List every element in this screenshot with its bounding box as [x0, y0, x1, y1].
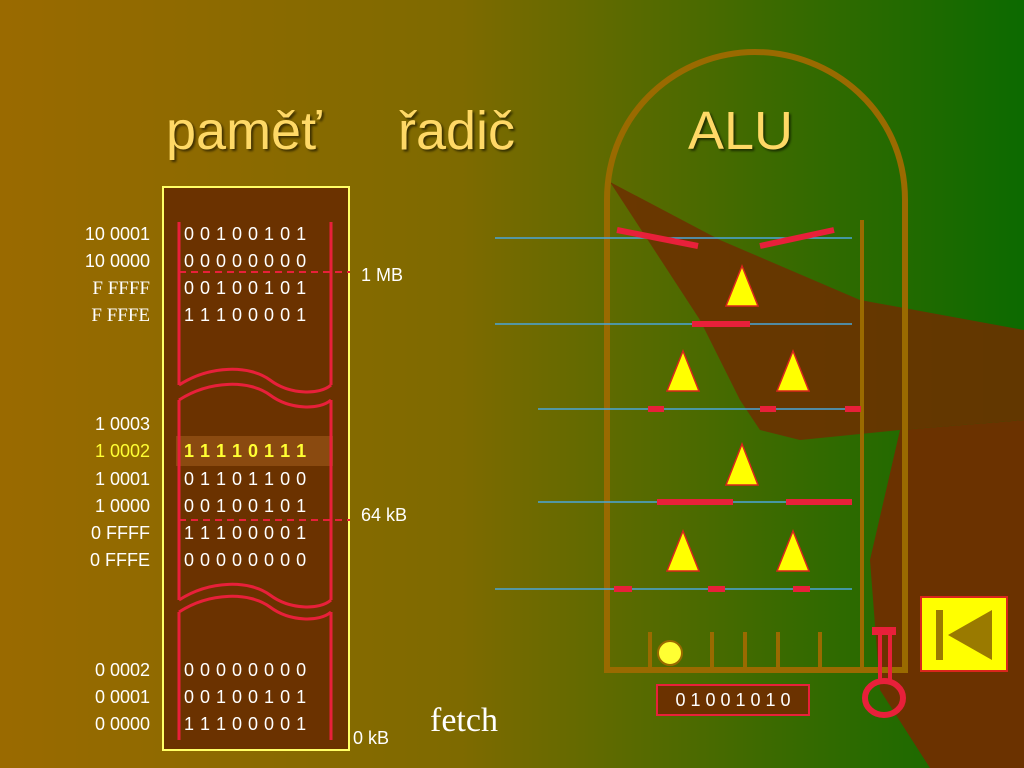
alu-wedge [610, 182, 1024, 440]
back-button[interactable] [920, 596, 1008, 672]
fetch-label: fetch [430, 702, 498, 739]
handle-icon[interactable] [862, 627, 906, 718]
alu-bell-jar [604, 48, 908, 673]
wave-break [178, 367, 333, 394]
title-controller: řadič [398, 101, 516, 161]
address-label: 10 0000 [84, 251, 150, 271]
memory-cell: 0 0 1 0 0 1 0 1 [184, 496, 307, 516]
highlight-row-bg [176, 436, 333, 466]
alu-switches [614, 227, 861, 592]
address-label: 0 0001 [94, 687, 150, 707]
memory-cell: 0 0 1 0 0 1 0 1 [184, 278, 307, 298]
marker-0kb: 0 kB [353, 728, 390, 748]
ball-indicator [657, 640, 683, 666]
memory-cell: 1 1 1 0 0 0 0 1 [184, 305, 307, 325]
marker-64kb: 64 kB [361, 505, 408, 525]
address-label: 0 FFFF [91, 523, 150, 543]
alu-register: 0 1 0 0 1 0 1 0 [656, 684, 810, 716]
address-label: 0 0002 [94, 660, 150, 680]
lower-right-wedge [870, 420, 1024, 768]
memory-cell: 0 0 1 0 0 1 0 1 [184, 687, 307, 707]
alu-comb [648, 220, 864, 670]
title-alu: ALU [688, 101, 794, 161]
memory-block [162, 186, 350, 751]
skip-back-icon [936, 610, 992, 660]
memory-cell: 0 0 0 0 0 0 0 0 [184, 550, 307, 570]
address-label: 10 0001 [84, 224, 150, 244]
memory-cell: 0 1 1 0 1 1 0 0 [184, 469, 307, 489]
memory-cell: 0 0 1 0 0 1 0 1 [184, 224, 307, 244]
memory-cell-highlighted: 1 1 1 1 0 1 1 1 [184, 441, 307, 461]
memory-cell: 1 1 1 0 0 0 0 1 [184, 714, 307, 734]
memory-cell: 1 1 1 0 0 0 0 1 [184, 523, 307, 543]
address-label: 0 0000 [94, 714, 150, 734]
marker-1mb: 1 MB [361, 265, 404, 285]
memory-cell: 0 0 0 0 0 0 0 0 [184, 251, 307, 271]
alu-gates [665, 263, 811, 572]
address-label: 1 0000 [94, 496, 150, 516]
address-label: F FFFE [91, 305, 150, 326]
address-label: 1 0003 [94, 414, 150, 434]
memory-cell: 0 0 0 0 0 0 0 0 [184, 660, 307, 680]
wave-break [178, 582, 333, 609]
title-memory: paměť [166, 101, 322, 161]
address-label: F FFFF [92, 278, 150, 299]
address-label: 1 0001 [94, 469, 150, 489]
address-label: 0 FFFE [89, 550, 150, 570]
address-label-highlighted: 1 0002 [94, 441, 150, 461]
